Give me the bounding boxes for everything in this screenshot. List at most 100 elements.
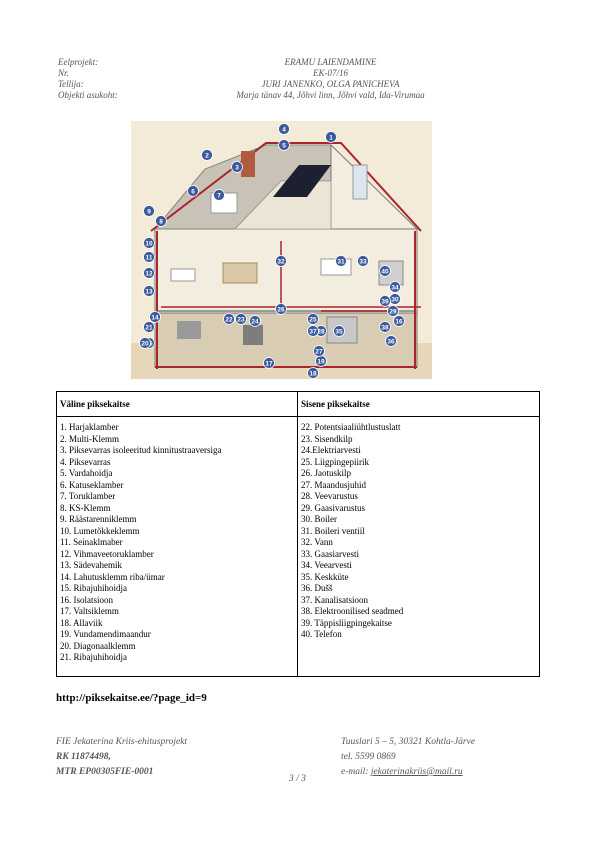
marker-30: 30 <box>389 293 401 305</box>
external-protection-list-item: 4. Piksevarras <box>60 456 111 467</box>
svg-text:23: 23 <box>237 317 245 324</box>
footer-email-link[interactable]: jekaterinakriis@mail.ru <box>370 767 463 777</box>
svg-text:22: 22 <box>225 317 233 324</box>
svg-text:29: 29 <box>389 309 397 316</box>
internal-protection-list-item: 34. Veearvesti <box>301 560 352 570</box>
marker-33: 33 <box>357 255 369 267</box>
internal-protection-header: Sisene piksekaitse <box>297 391 540 417</box>
footer-contact-block: Tuuslari 5 – 5, 30321 Kohtla-Järve tel. … <box>341 735 475 780</box>
marker-5: 5 <box>278 139 290 151</box>
header-row-project: Eelprojekt: ERAMU LAIENDAMINE <box>58 57 538 68</box>
reference-url[interactable]: http://piksekaitse.ee/?page_id=9 <box>56 692 207 704</box>
internal-protection-list-item: 31. Boileri ventiil <box>301 525 365 536</box>
svg-text:14: 14 <box>151 315 159 322</box>
svg-text:4: 4 <box>282 127 286 134</box>
marker-12: 12 <box>143 267 155 279</box>
house-lightning-protection-illustration: 1234567891011121314151617181920212223242… <box>131 121 432 379</box>
svg-text:6: 6 <box>191 189 195 196</box>
svg-text:21: 21 <box>145 325 153 332</box>
label-nr: Nr. <box>58 68 69 78</box>
svg-text:40: 40 <box>381 269 389 276</box>
marker-19: 19 <box>315 355 327 367</box>
external-protection-list-item: 8. KS-Klemm <box>60 502 111 513</box>
external-protection-header: Väline piksekaitse <box>56 391 298 417</box>
internal-protection-list-item: 39. Täppisliigpingekaitse <box>301 617 392 628</box>
footer-company-block: FIE Jekaterina Kriis-ehitusprojekt RK 11… <box>56 735 187 780</box>
external-protection-list-item: 12. Vihmaveetoruklamber <box>60 548 154 559</box>
marker-35: 35 <box>333 325 345 337</box>
marker-34: 34 <box>389 281 401 293</box>
external-protection-list-item: 5. Vardahoidja <box>60 468 113 478</box>
svg-text:24: 24 <box>251 319 259 326</box>
svg-text:10: 10 <box>145 241 153 248</box>
marker-32: 32 <box>275 255 287 267</box>
marker-40: 40 <box>379 265 391 277</box>
svg-text:28: 28 <box>317 329 325 336</box>
marker-27: 27 <box>313 345 325 357</box>
svg-text:32: 32 <box>277 259 285 266</box>
svg-text:18: 18 <box>309 371 317 378</box>
svg-text:37: 37 <box>309 329 317 336</box>
marker-11: 11 <box>143 251 155 263</box>
marker-18: 18 <box>307 367 319 379</box>
marker-37: 37 <box>307 325 319 337</box>
external-protection-list-item: 19. Vundamendimaandur <box>60 629 151 639</box>
external-protection-list-item: 21. Ribajuhihoidja <box>60 652 127 662</box>
marker-10: 10 <box>143 237 155 249</box>
svg-text:36: 36 <box>387 339 395 346</box>
marker-36: 36 <box>385 335 397 347</box>
marker-7: 7 <box>213 189 225 201</box>
svg-text:35: 35 <box>335 329 343 336</box>
internal-protection-list-item: 25. Liigpingepiirik <box>301 456 369 467</box>
header-row-location: Objekti asukoht: Marja tänav 44, Jõhvi l… <box>58 90 538 101</box>
svg-text:25: 25 <box>309 317 317 324</box>
svg-text:9: 9 <box>147 209 151 216</box>
external-protection-list-item: 14. Lahutusklemm riba/ümar <box>60 571 165 582</box>
footer-tel: tel. 5599 0869 <box>341 752 396 762</box>
external-protection-list-item: 15. Ribajuhihoidja <box>60 583 127 593</box>
svg-text:19: 19 <box>317 359 325 366</box>
page-number: 3 / 3 <box>289 774 306 784</box>
external-protection-list-item: 3. Piksevarras isoleeritud kinnitustraav… <box>60 445 222 455</box>
internal-protection-list-item: 24.Elektriarvesti <box>301 445 361 455</box>
svg-text:27: 27 <box>315 349 323 356</box>
illustration-markers: 1234567891011121314151617181920212223242… <box>139 123 405 379</box>
marker-22: 22 <box>223 313 235 325</box>
internal-protection-list-item: 22. Potentsiaaliühtlustuslatt <box>301 422 401 432</box>
label-eelprojekt: Eelprojekt: <box>58 57 99 67</box>
label-asukoht: Objekti asukoht: <box>58 90 118 100</box>
marker-3: 3 <box>231 161 243 173</box>
external-protection-list-item: 16. Isolatsioon <box>60 594 113 605</box>
svg-text:26: 26 <box>277 307 285 314</box>
internal-protection-list-item: 33. Gaasiarvesti <box>301 548 359 559</box>
internal-protection-list-item: 40. Telefon <box>301 629 342 639</box>
internal-protection-list-item: 26. Jaotuskilp <box>301 468 352 478</box>
internal-protection-list-item: 29. Gaasivarustus <box>301 502 365 513</box>
internal-protection-list-item: 32. Vann <box>301 537 333 547</box>
svg-text:1: 1 <box>329 135 333 142</box>
external-protection-list-item: 20. Diagonaalklemm <box>60 640 136 651</box>
internal-protection-list-item: 30. Boiler <box>301 514 337 524</box>
svg-text:33: 33 <box>359 259 367 266</box>
header-row-number: Nr. EK-07/16 <box>58 68 538 79</box>
marker-26: 26 <box>275 303 287 315</box>
external-protection-list-item: 2. Multi-Klemm <box>60 433 119 444</box>
internal-protection-list-item: 38. Elektroonilised seadmed <box>301 606 404 616</box>
marker-2: 2 <box>201 149 213 161</box>
marker-4: 4 <box>278 123 290 135</box>
svg-text:20: 20 <box>141 341 149 348</box>
svg-text:34: 34 <box>391 285 399 292</box>
internal-protection-list-item: 23. Sisendkilp <box>301 433 353 444</box>
svg-text:39: 39 <box>381 299 389 306</box>
marker-23: 23 <box>235 313 247 325</box>
svg-text:11: 11 <box>146 255 153 262</box>
external-protection-list-item: 1. Harjaklamber <box>60 422 119 432</box>
marker-21: 21 <box>143 321 155 333</box>
marker-6: 6 <box>187 185 199 197</box>
lightning-protection-table: Väline piksekaitse Sisene piksekaitse 1.… <box>56 391 540 677</box>
marker-9: 9 <box>143 205 155 217</box>
svg-text:7: 7 <box>217 193 221 200</box>
